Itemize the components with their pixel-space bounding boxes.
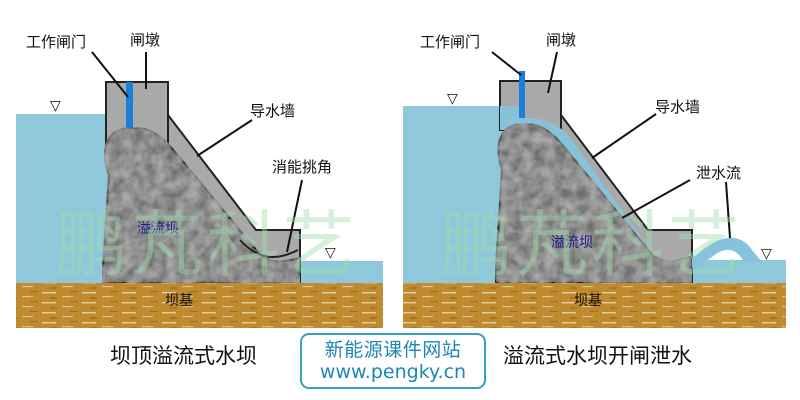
right-dam-label: 溢流坝 [551,235,593,251]
right-flow-leader-1 [621,179,691,219]
left-guide-wall-label: 导水墙 [250,102,295,120]
right-pier-label: 闸墩 [546,31,576,49]
left-caption: 坝顶溢流式水坝 [110,344,257,368]
left-ski-jump [239,239,299,259]
left-watermark: 鹏芃科艺 [55,203,359,287]
left-tail-water-level-symbol: ▽ [325,245,336,261]
left-dam-label: 溢流坝 [137,221,179,237]
right-gate-label: 工作闸门 [420,33,480,51]
left-ski-jump-leader [286,179,303,253]
left-ski-jump-label: 消能挑角 [272,158,332,176]
left-gate-leader [91,51,129,98]
left-foundation-label: 坝基 [165,292,193,309]
left-pier-label: 闸墩 [130,31,160,49]
right-discharge-flow-label: 泄水流 [696,164,741,182]
right-reservoir-water [403,106,505,284]
left-reservoir-water [16,114,116,284]
right-watermark: 鹏芃科艺 [440,203,744,287]
right-water-level-symbol: ▽ [447,91,458,107]
right-guide-wall-leader [591,113,657,159]
logo-url: www.pengky.cn [319,361,467,383]
left-tailwater [295,261,383,284]
right-foundation-label: 坝基 [574,292,602,309]
right-guide-wall-label: 导水墙 [655,98,700,116]
right-diagram: ▽ ▽ 工作闸门 闸墩 导水墙 泄水流 溢流坝 坝基 [403,31,786,328]
right-spillway-dam-body [493,122,693,284]
site-logo: 新能源课件网站 www.pengky.cn [300,333,486,389]
logo-title: 新能源课件网站 [324,339,462,361]
left-gate-label: 工作闸门 [26,33,86,51]
right-gate-leader [491,51,522,76]
right-work-gate-raised [519,71,525,118]
left-water-level-symbol: ▽ [50,98,61,114]
left-work-gate [126,82,133,129]
right-flow-leader-2 [725,181,731,239]
right-caption: 溢流式水坝开闸泄水 [503,344,692,368]
left-foundation [16,283,383,328]
left-spillway-dam-body [100,126,301,284]
right-pier-leader [547,51,558,94]
right-tail-water-level-symbol: ▽ [761,246,772,262]
right-foundation [403,283,786,328]
left-guide-wall-leader [196,119,253,157]
left-diagram: ▽ ▽ 工作闸门 闸墩 导水墙 消能挑角 溢流坝 坝基 [16,31,383,328]
right-tailwater [690,260,786,284]
